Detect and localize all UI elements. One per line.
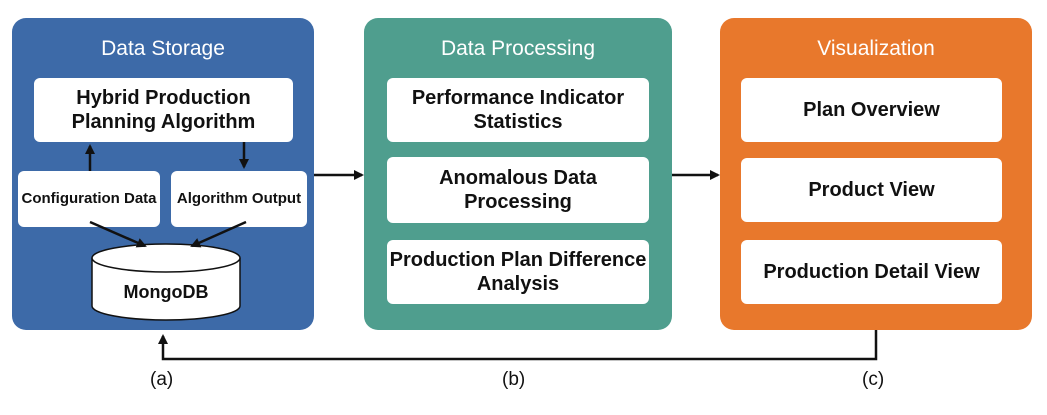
visualization-title: Visualization: [817, 37, 935, 60]
feedback-arrow: [158, 330, 878, 361]
mongodb-label: MongoDB: [123, 282, 209, 302]
product-view-box: Product View: [741, 158, 1002, 222]
algorithm-output-box: Algorithm Output: [171, 171, 307, 227]
plan-difference-box: Production Plan Difference Analysis: [387, 240, 649, 304]
configuration-data-box: Configuration Data: [18, 171, 160, 227]
plan-overview-box: Plan Overview: [741, 78, 1002, 142]
output-to-db-arrow: [190, 220, 247, 248]
production-detail-view-box: Production Detail View: [741, 240, 1002, 304]
label-a: (a): [150, 369, 174, 390]
config-to-db-arrow: [89, 220, 147, 248]
mongodb-cylinder-icon: [91, 243, 241, 321]
label-c: (c): [862, 369, 885, 390]
label-b: (b): [502, 369, 526, 390]
anomalous-data-box: Anomalous Data Processing: [387, 157, 649, 223]
data-storage-title: Data Storage: [101, 37, 225, 60]
hybrid-algorithm-box: Hybrid Production Planning Algorithm: [34, 78, 293, 142]
data-processing-title: Data Processing: [440, 37, 596, 60]
performance-indicator-box: Performance Indicator Statistics: [387, 78, 649, 142]
